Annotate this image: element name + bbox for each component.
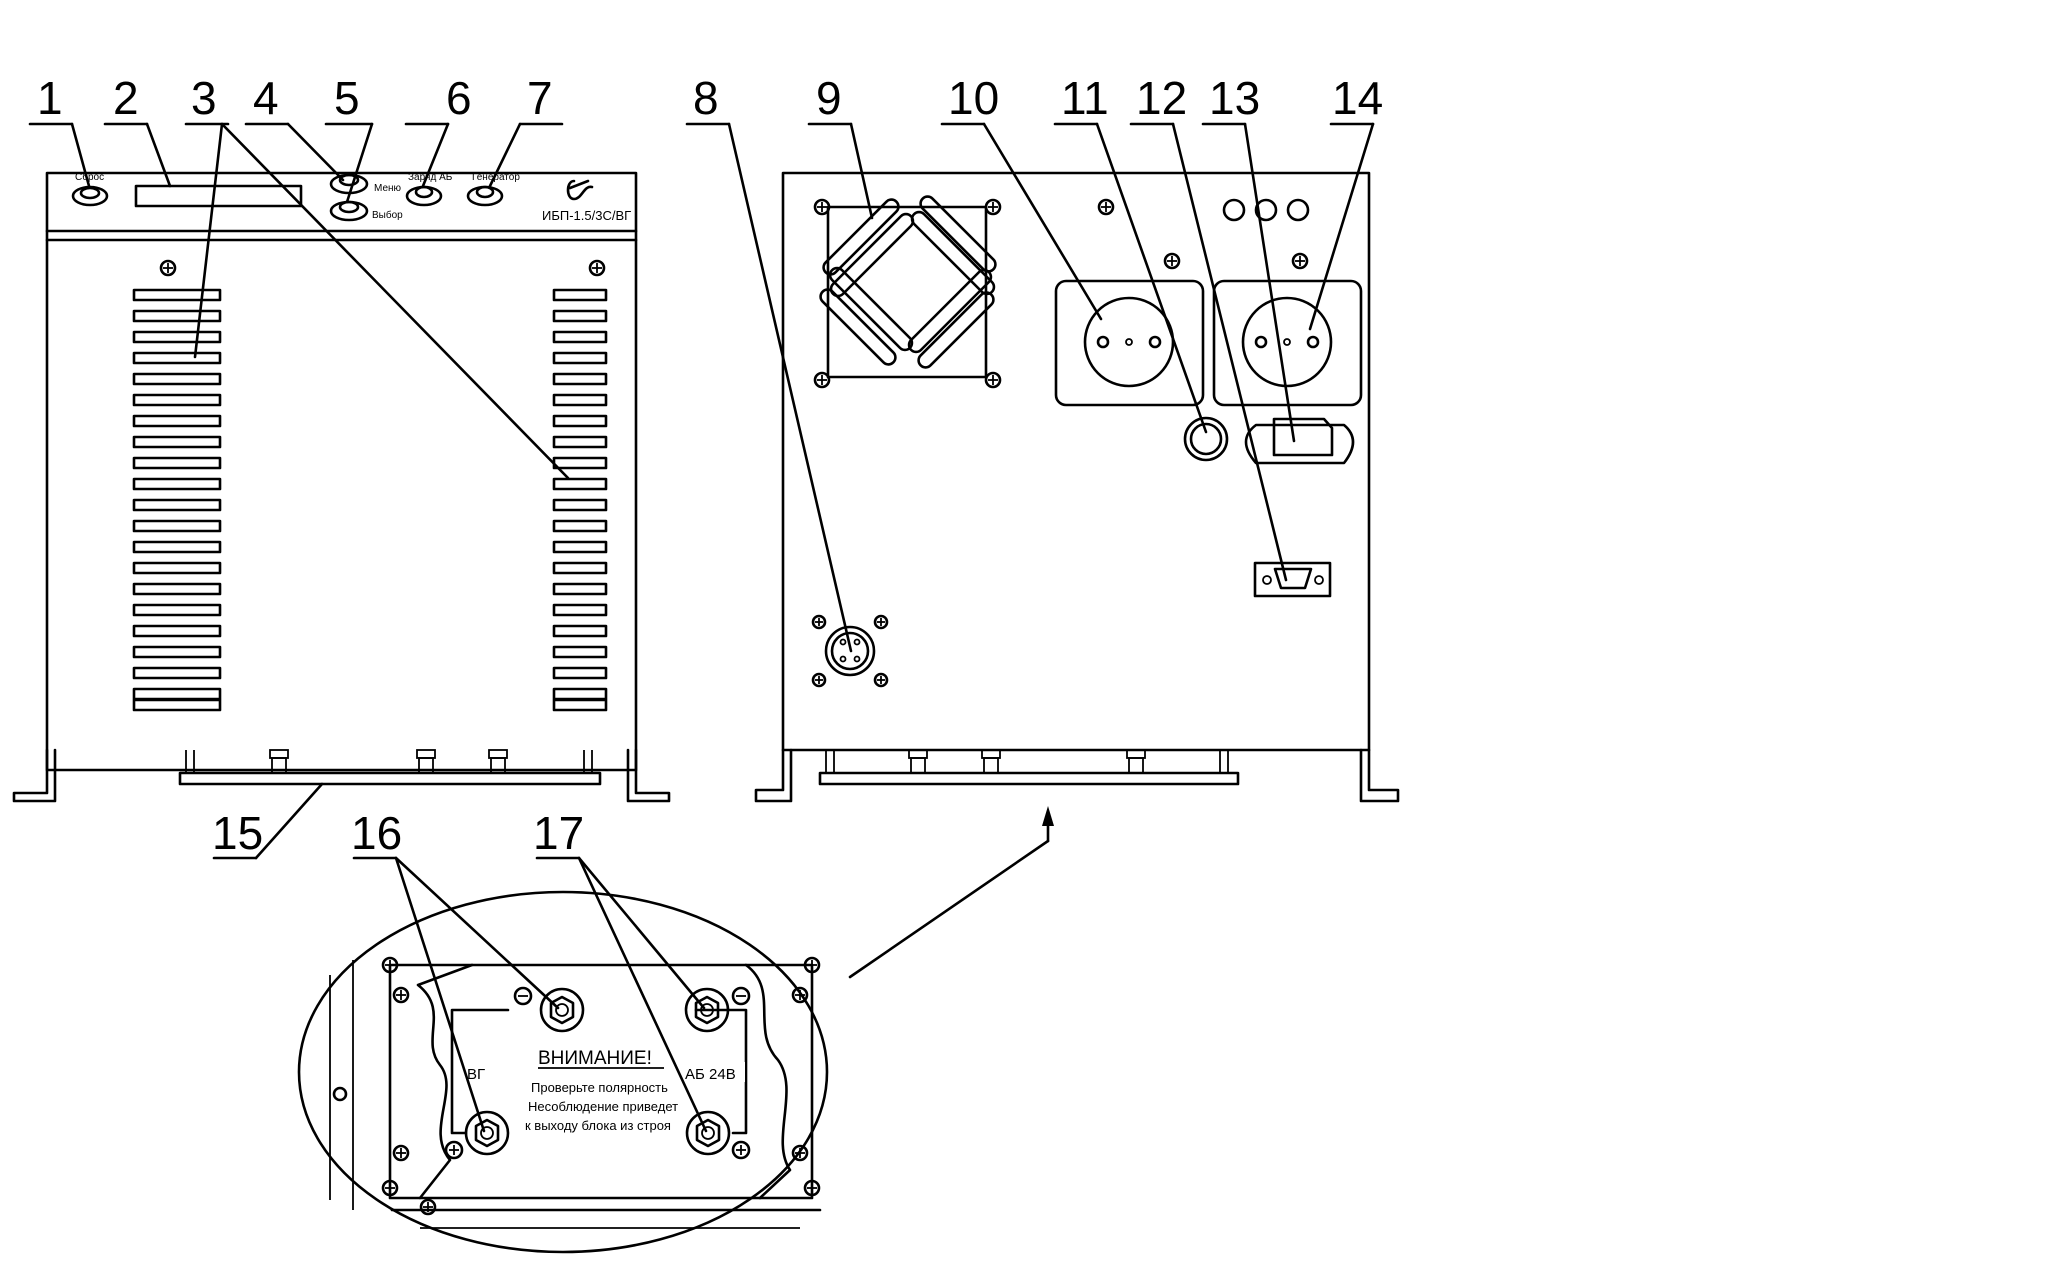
plus-icon [444,1140,464,1160]
callout-17: 17 [533,807,584,859]
rear-terminal-plate [818,771,1240,786]
callout-5: 5 [334,72,360,124]
screw-icon [1097,198,1115,216]
leader-lines [28,122,1375,1133]
screw-icon [803,956,821,974]
menu-button-label: Меню [374,183,402,194]
generator-switch[interactable] [466,185,504,207]
select-button[interactable] [329,200,369,222]
lcd-display [134,184,303,208]
reset-switch[interactable] [71,185,109,207]
ventilation-grille-left [132,288,222,712]
bottom-terminal-nut [908,749,928,774]
battery-terminal-positive[interactable] [685,1110,731,1156]
screw-icon [419,1198,437,1216]
callout-3: 3 [191,72,217,124]
bottom-terminal-nut [1126,749,1146,774]
screw-icon [984,371,1002,389]
minus-icon [731,986,751,1006]
power-inlet[interactable] [1244,417,1355,465]
screw-icon [381,956,399,974]
warning-line-1: Проверьте полярность [531,1080,668,1095]
output-socket-left[interactable] [1054,279,1205,407]
screw-icon [873,614,889,630]
callout-numbers: 1 2 3 4 5 6 7 8 9 10 11 12 13 14 15 16 1… [37,72,1383,859]
battery-terminal-negative[interactable] [684,987,730,1033]
warning-line-2: Несоблюдение приведет [528,1099,678,1114]
indicator-lamp [1286,198,1310,222]
screw-icon [1163,252,1181,270]
warning-line-3: к выходу блока из строя [525,1118,671,1133]
callout-14: 14 [1332,72,1383,124]
callout-8: 8 [693,72,719,124]
generator-terminal-label: ВГ [467,1066,485,1083]
screw-icon [392,1144,410,1162]
menu-button[interactable] [329,173,369,195]
screw-icon [803,1179,821,1197]
ventilation-grille-right [552,288,608,712]
callout-9: 9 [816,72,842,124]
callout-10: 10 [948,72,999,124]
callout-1: 1 [37,72,63,124]
reset-switch-label: Сброс [75,171,104,183]
callout-6: 6 [446,72,472,124]
screw-icon [813,371,831,389]
generator-connector[interactable] [824,625,876,677]
detail-view: ВГ АБ 24В ВНИМАНИЕ! Проверьте полярность… [297,890,829,1254]
screw-icon [811,614,827,630]
screw-icon [1291,252,1309,270]
generator-switch-label: Генератор [472,172,520,183]
callout-16: 16 [351,807,402,859]
rear-view [754,171,1400,803]
minus-icon [513,986,533,1006]
bottom-terminal-nut [981,749,1001,774]
screw-icon [811,672,827,688]
bottom-terminal-nut [269,749,289,774]
fuse-holder[interactable] [1183,416,1229,462]
callout-15: 15 [212,807,263,859]
callout-2: 2 [113,72,139,124]
detail-arrow [848,806,1054,979]
output-socket-right[interactable] [1212,279,1363,407]
terminal-plate [178,771,602,786]
callout-12: 12 [1136,72,1187,124]
serial-port[interactable] [1253,561,1332,598]
callout-13: 13 [1209,72,1260,124]
generator-terminal-positive[interactable] [464,1110,510,1156]
screw-icon [791,1144,809,1162]
screw-icon [381,1179,399,1197]
indicator-lamp [1222,198,1246,222]
screw-icon [984,198,1002,216]
battery-charge-switch-label: Заряд АБ [408,172,453,183]
callout-4: 4 [253,72,279,124]
fan-grille [819,195,997,379]
plus-icon [731,1140,751,1160]
generator-terminal-negative[interactable] [539,987,585,1033]
front-view: Сброс Меню Выбор Заряд АБ Генератор И [12,171,671,803]
screw-icon [873,672,889,688]
screw-icon [588,259,606,277]
battery-terminal-label: АБ 24В [685,1066,736,1083]
callout-11: 11 [1061,72,1109,124]
bottom-terminal-nut [488,749,508,774]
callout-7: 7 [527,72,553,124]
bottom-terminal-nut [416,749,436,774]
screw-icon [392,986,410,1004]
screw-icon [813,198,831,216]
battery-charge-switch[interactable] [405,185,443,207]
screw-icon [159,259,177,277]
logo-icon [566,179,594,201]
warning-title: ВНИМАНИЕ! [538,1048,652,1069]
model-label: ИБП-1.5/3С/ВГ [542,208,631,223]
select-button-label: Выбор [372,209,403,221]
indicator-lamp [1254,198,1278,222]
screw-icon [791,986,809,1004]
